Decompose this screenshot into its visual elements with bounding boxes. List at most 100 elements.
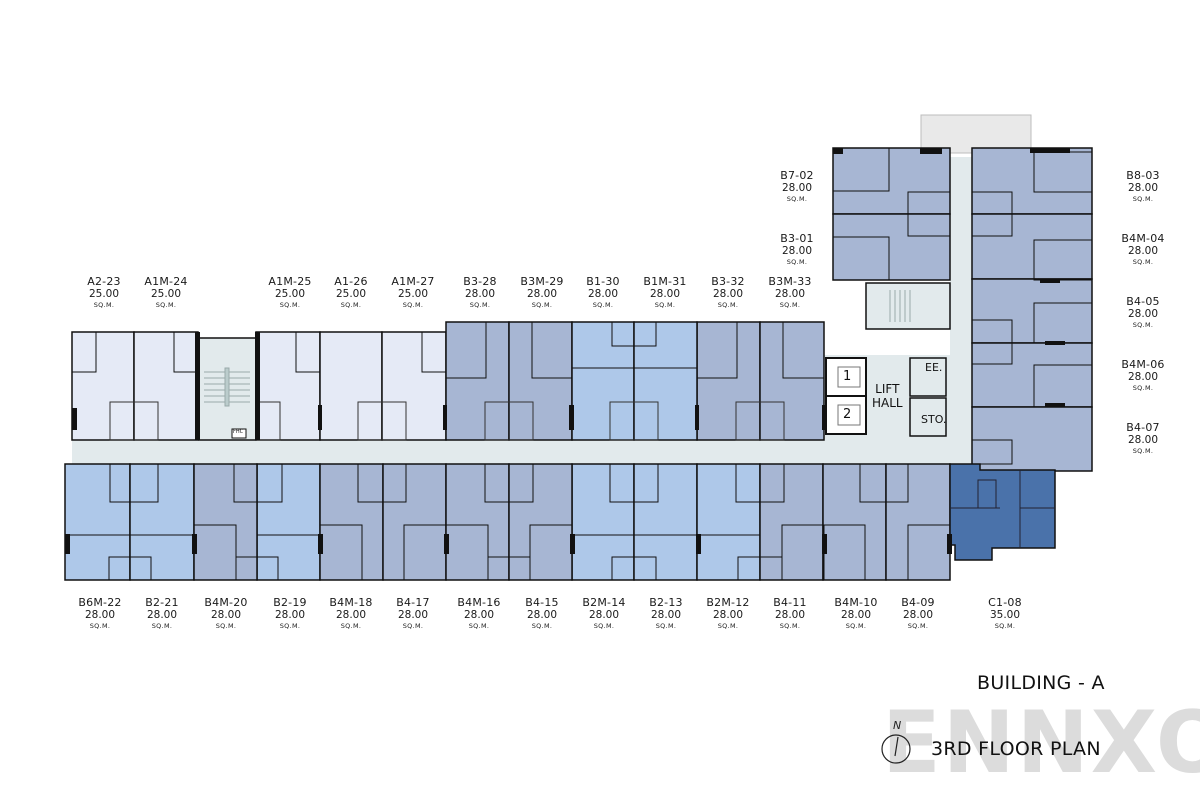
unit-suffix: SQ.M. [593, 621, 615, 630]
lift-hall-label: LIFT HALL [872, 382, 903, 411]
structural-columns [65, 148, 1070, 554]
unit-code: B3M-33 [768, 275, 812, 288]
unit-area: 28.00 [1127, 182, 1159, 194]
unit-code: B2M-14 [582, 596, 626, 609]
top-bathrooms [109, 401, 785, 441]
unit-code: A1M-27 [391, 275, 435, 288]
unit-code: B3-01 [780, 232, 814, 245]
unit-suffix: SQ.M. [717, 300, 739, 309]
unit-suffix: SQ.M. [592, 300, 614, 309]
unit-suffix: SQ.M. [531, 621, 553, 630]
unit-code: C1-08 [988, 596, 1022, 609]
wing-corridor [950, 157, 972, 464]
ee-label: EE. [925, 361, 943, 374]
unit-suffix: SQ.M. [845, 621, 867, 630]
unit-code: B3-28 [463, 275, 497, 288]
unit-suffix: SQ.M. [279, 300, 301, 309]
unit-suffix: SQ.M. [1132, 383, 1154, 392]
unit-suffix: SQ.M. [468, 621, 490, 630]
unit-code: B4M-04 [1121, 232, 1165, 245]
unit-area: 28.00 [712, 609, 744, 621]
unit-area: 28.00 [650, 609, 682, 621]
ee-room [909, 357, 947, 397]
unit-area: 28.00 [464, 288, 496, 300]
unit-area: 25.00 [274, 288, 306, 300]
unit-suffix: SQ.M. [717, 621, 739, 630]
unit-code: B4-09 [901, 596, 935, 609]
floor-title: 3RD FLOOR PLAN [931, 738, 1101, 760]
unit-suffix: SQ.M. [151, 621, 173, 630]
unit-code: B7-02 [780, 169, 814, 182]
unit-suffix: SQ.M. [779, 300, 801, 309]
unit-area: 28.00 [335, 609, 367, 621]
unit-area: 28.00 [526, 609, 558, 621]
unit-code: B4M-20 [204, 596, 248, 609]
wing-west-partitions [832, 147, 951, 281]
unit-code: A2-23 [87, 275, 121, 288]
unit-area: 28.00 [463, 609, 495, 621]
unit-area: 28.00 [1127, 434, 1159, 446]
unit-code: B8-03 [1126, 169, 1160, 182]
lift-1 [825, 357, 867, 397]
unit-area: 28.00 [1127, 371, 1159, 383]
building-title: BUILDING - A [977, 672, 1105, 694]
unit-suffix: SQ.M. [1132, 194, 1154, 203]
unit-area: 28.00 [588, 609, 620, 621]
unit-area: 28.00 [526, 288, 558, 300]
unit-area: 28.00 [840, 609, 872, 621]
unit-suffix: SQ.M. [531, 300, 553, 309]
east-units [971, 147, 1093, 472]
type-a-units [71, 331, 447, 441]
wing-west-units [832, 147, 951, 281]
unit-code: B4-17 [396, 596, 430, 609]
unit-code: B6M-22 [78, 596, 122, 609]
unit-code: B4M-16 [457, 596, 501, 609]
unit-area: 28.00 [781, 245, 813, 257]
lift-1-label: 1 [843, 369, 852, 384]
roof-terrace [920, 114, 1032, 154]
unit-suffix: SQ.M. [655, 621, 677, 630]
stair-east-treads [889, 290, 911, 322]
unit-suffix: SQ.M. [402, 300, 424, 309]
unit-area: 25.00 [335, 288, 367, 300]
unit-area: 28.00 [146, 609, 178, 621]
unit-suffix: SQ.M. [786, 194, 808, 203]
lift-hall-line1: LIFT [875, 382, 900, 396]
unit-code: B1M-31 [643, 275, 687, 288]
unit-code: B4-15 [525, 596, 559, 609]
lift-2-label: 2 [843, 407, 852, 422]
